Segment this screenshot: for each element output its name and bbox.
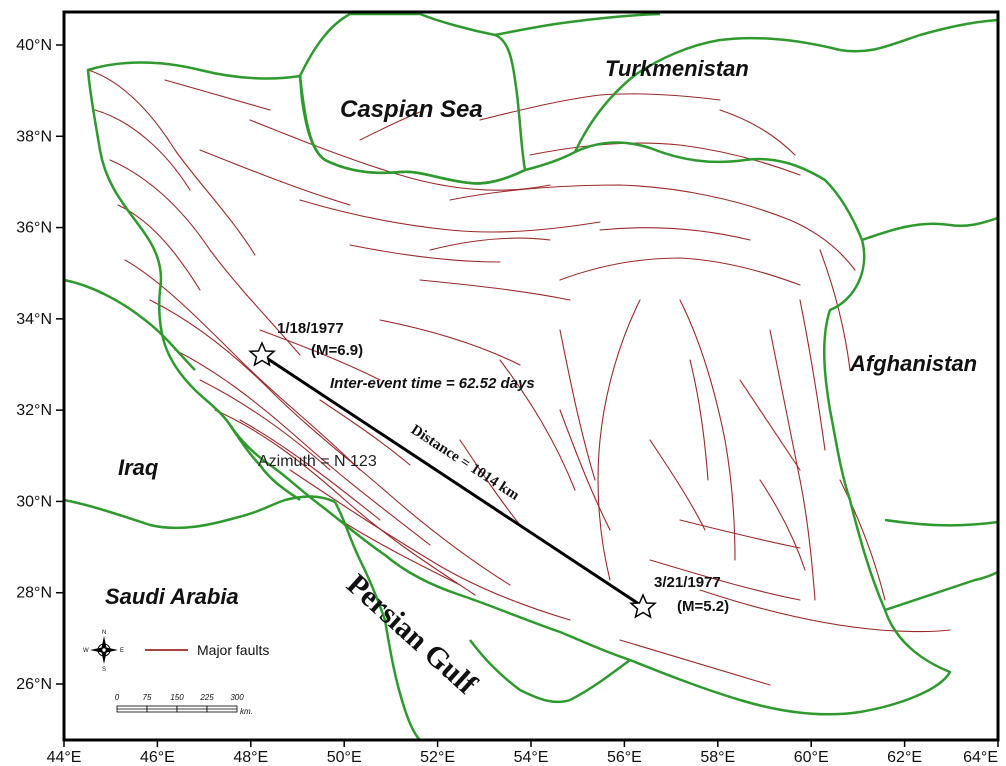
country-borders [64,12,998,740]
lon-tick-label: 56°E [607,749,642,766]
legend: N S E W Major faults [83,630,269,673]
compass-w: W [83,648,89,654]
compass-n: N [102,630,106,636]
inter-event-time-label: Inter-event time = 62.52 days [330,375,535,392]
lon-tick-label: 44°E [47,749,82,766]
scale-tick-label: 150 [170,693,184,702]
lon-tick-label: 62°E [887,749,922,766]
legend-label: Major faults [197,642,269,658]
compass-rose-icon: N S E W [83,630,124,673]
scale-tick-label: 225 [199,693,214,702]
lat-tick-label: 28°N [16,585,52,602]
azimuth-label: Azimuth = N 123 [258,453,377,470]
compass-e: E [120,648,124,654]
scale-bar: 0 75 150 225 300 km. [115,693,253,716]
label-iraq: Iraq [118,455,159,480]
lon-tick-label: 58°E [700,749,735,766]
label-persian-gulf: Persian Gulf [340,568,484,702]
epicenter-star-icon [248,341,276,367]
label-saudi-arabia: Saudi Arabia [105,584,239,609]
lat-tick-label: 30°N [16,493,52,510]
longitude-ticks: 44°E 46°E 48°E 50°E 52°E 54°E 56°E 58°E 60°E 62°E… [47,740,999,766]
scale-tick-label: 300 [230,693,244,702]
event-2-date: 3/21/1977 [654,574,721,591]
label-afghanistan: Afghanistan [849,351,977,376]
event-1-magnitude: (M=6.9) [311,342,363,359]
event-2-magnitude: (M=5.2) [677,598,729,615]
compass-s: S [102,667,106,673]
lon-tick-label: 46°E [140,749,175,766]
scale-tick-label: 0 [115,693,120,702]
scale-tick-label: 75 [143,693,152,702]
lon-tick-label: 60°E [794,749,829,766]
lat-tick-label: 40°N [16,37,52,54]
epicenter-star-icon [629,593,657,619]
label-caspian-sea: Caspian Sea [340,96,483,123]
lat-tick-label: 38°N [16,128,52,145]
latitude-ticks: 26°N 28°N 30°N 32°N 34°N 36°N 38°N 40°N [16,37,64,693]
label-turkmenistan: Turkmenistan [605,56,749,81]
lon-tick-label: 50°E [327,749,362,766]
lon-tick-label: 54°E [514,749,549,766]
lat-tick-label: 26°N [16,676,52,693]
lon-tick-label: 64°E [963,749,998,766]
lon-tick-label: 48°E [233,749,268,766]
lat-tick-label: 34°N [16,311,52,328]
lat-tick-label: 36°N [16,220,52,237]
lon-tick-label: 52°E [420,749,455,766]
event-connection-line [261,353,643,608]
scale-unit: km. [240,707,253,716]
major-faults [87,69,951,686]
lat-tick-label: 32°N [16,402,52,419]
event-1-date: 1/18/1977 [277,320,344,337]
